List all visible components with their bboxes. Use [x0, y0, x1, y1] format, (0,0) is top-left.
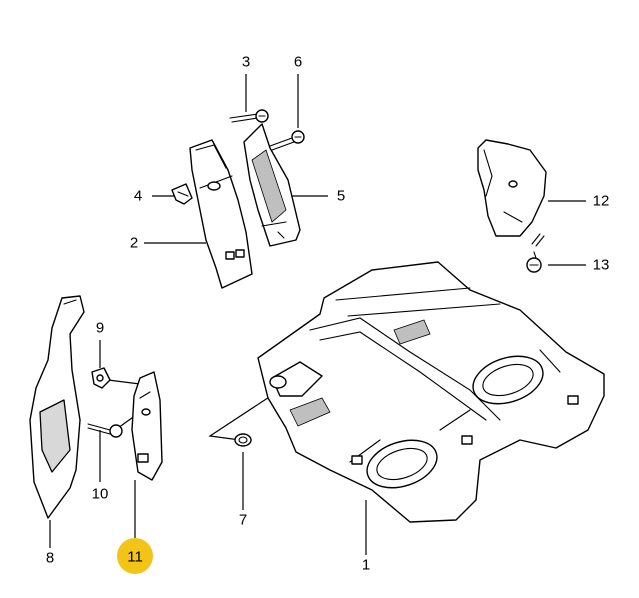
- callout-label-7[interactable]: 7: [238, 511, 248, 529]
- callout-highlight: [117, 538, 153, 574]
- callout-label-6[interactable]: 6: [293, 53, 303, 71]
- callout-label-5[interactable]: 5: [336, 187, 346, 205]
- floor-pan-1: [257, 261, 605, 523]
- screw-13: [526, 233, 545, 273]
- callout-label-2[interactable]: 2: [129, 234, 139, 252]
- leader-lines: [49, 74, 586, 555]
- pedal-plate-5: [243, 123, 301, 247]
- bracket-2: [189, 139, 253, 289]
- screw-6: [269, 130, 305, 151]
- callout-label-8[interactable]: 8: [45, 549, 55, 567]
- leader-7-arrows: [208, 383, 290, 441]
- callout-label-1[interactable]: 1: [361, 556, 371, 574]
- grommet-7: [234, 433, 252, 447]
- clip-9: [91, 367, 111, 389]
- leader-9-link: [107, 379, 141, 385]
- clip-4: [171, 183, 193, 205]
- callout-label-13[interactable]: 13: [592, 256, 610, 274]
- panel-11: [131, 371, 163, 481]
- callout-label-4[interactable]: 4: [133, 187, 143, 205]
- callout-label-9[interactable]: 9: [95, 319, 105, 337]
- screw-10: [87, 423, 123, 438]
- callout-label-12[interactable]: 12: [592, 192, 610, 210]
- trim-panel-8: [29, 295, 85, 519]
- callout-label-10[interactable]: 10: [91, 485, 109, 503]
- screw-3: [229, 109, 269, 123]
- heat-shield-12: [477, 139, 547, 237]
- callout-label-3[interactable]: 3: [241, 53, 251, 71]
- callout-label-11[interactable]: 11: [127, 548, 143, 566]
